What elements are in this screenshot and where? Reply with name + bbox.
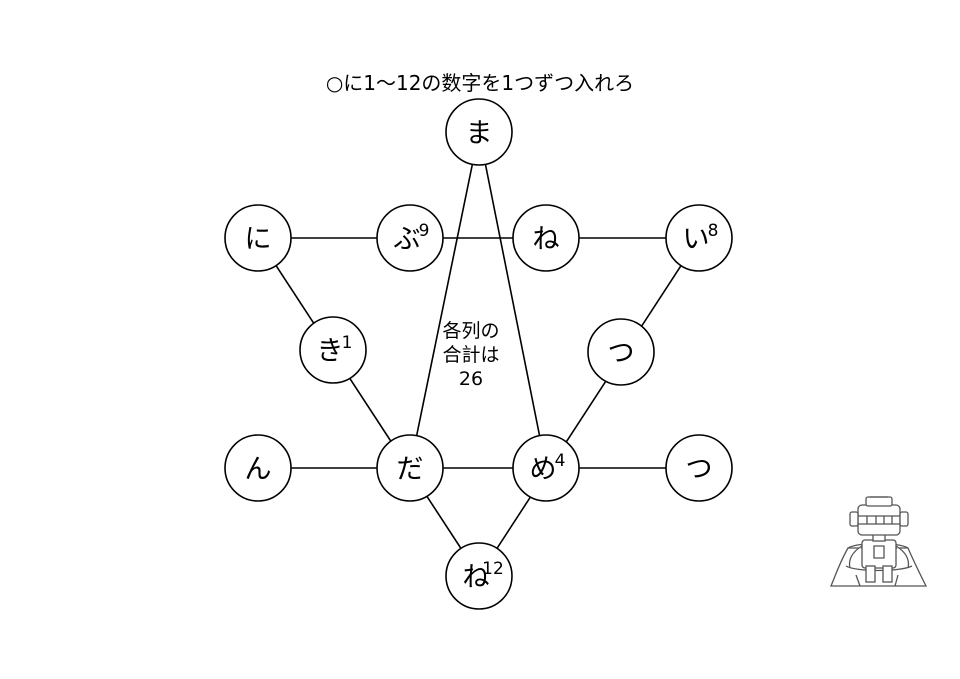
node-upper-right-inner[interactable]: ね: [513, 205, 579, 271]
node-char: め: [530, 454, 557, 485]
node-char: だ: [397, 454, 424, 485]
node-char: に: [245, 224, 272, 255]
node-upper-right-outer[interactable]: い8: [666, 205, 732, 271]
node-upper-left-inner[interactable]: ぶ9: [377, 205, 443, 271]
node-char: ね: [533, 224, 560, 255]
center-text-line-3: 26: [459, 368, 483, 390]
node-upper-left-outer[interactable]: に: [225, 205, 291, 271]
star-line-3: [410, 132, 479, 468]
node-number: 9: [419, 221, 430, 241]
node-bottom[interactable]: ね12: [446, 543, 512, 609]
node-char: い: [683, 224, 710, 255]
robot-mascot-icon: [831, 497, 926, 586]
node-char: つ: [686, 454, 713, 485]
node-number: 1: [342, 333, 353, 353]
node-number: 4: [555, 451, 566, 471]
center-text: 各列の 合計は 26: [442, 320, 499, 390]
center-text-line-1: 各列の: [442, 320, 499, 342]
node-char: ん: [245, 454, 272, 485]
node-top[interactable]: ま: [446, 99, 512, 165]
node-number: 12: [482, 559, 504, 579]
node-char: ま: [466, 118, 493, 149]
node-lower-right-inner[interactable]: め4: [513, 435, 579, 501]
star-line-5: [258, 238, 479, 576]
star-line-4: [479, 132, 546, 468]
node-char: つ: [608, 338, 635, 369]
node-char: き: [317, 336, 344, 367]
star-line-6: [479, 238, 699, 576]
node-middle-right[interactable]: つ: [588, 319, 654, 385]
node-lower-left-outer[interactable]: ん: [225, 435, 291, 501]
node-lower-left-inner[interactable]: だ: [377, 435, 443, 501]
center-text-line-2: 合計は: [442, 344, 499, 366]
instruction-text: ○に1～12の数字を1つずつ入れろ: [326, 71, 634, 95]
node-lower-right-outer[interactable]: つ: [666, 435, 732, 501]
node-char: ぶ: [394, 224, 421, 255]
node-number: 8: [708, 221, 719, 241]
node-middle-left[interactable]: き1: [300, 317, 366, 383]
